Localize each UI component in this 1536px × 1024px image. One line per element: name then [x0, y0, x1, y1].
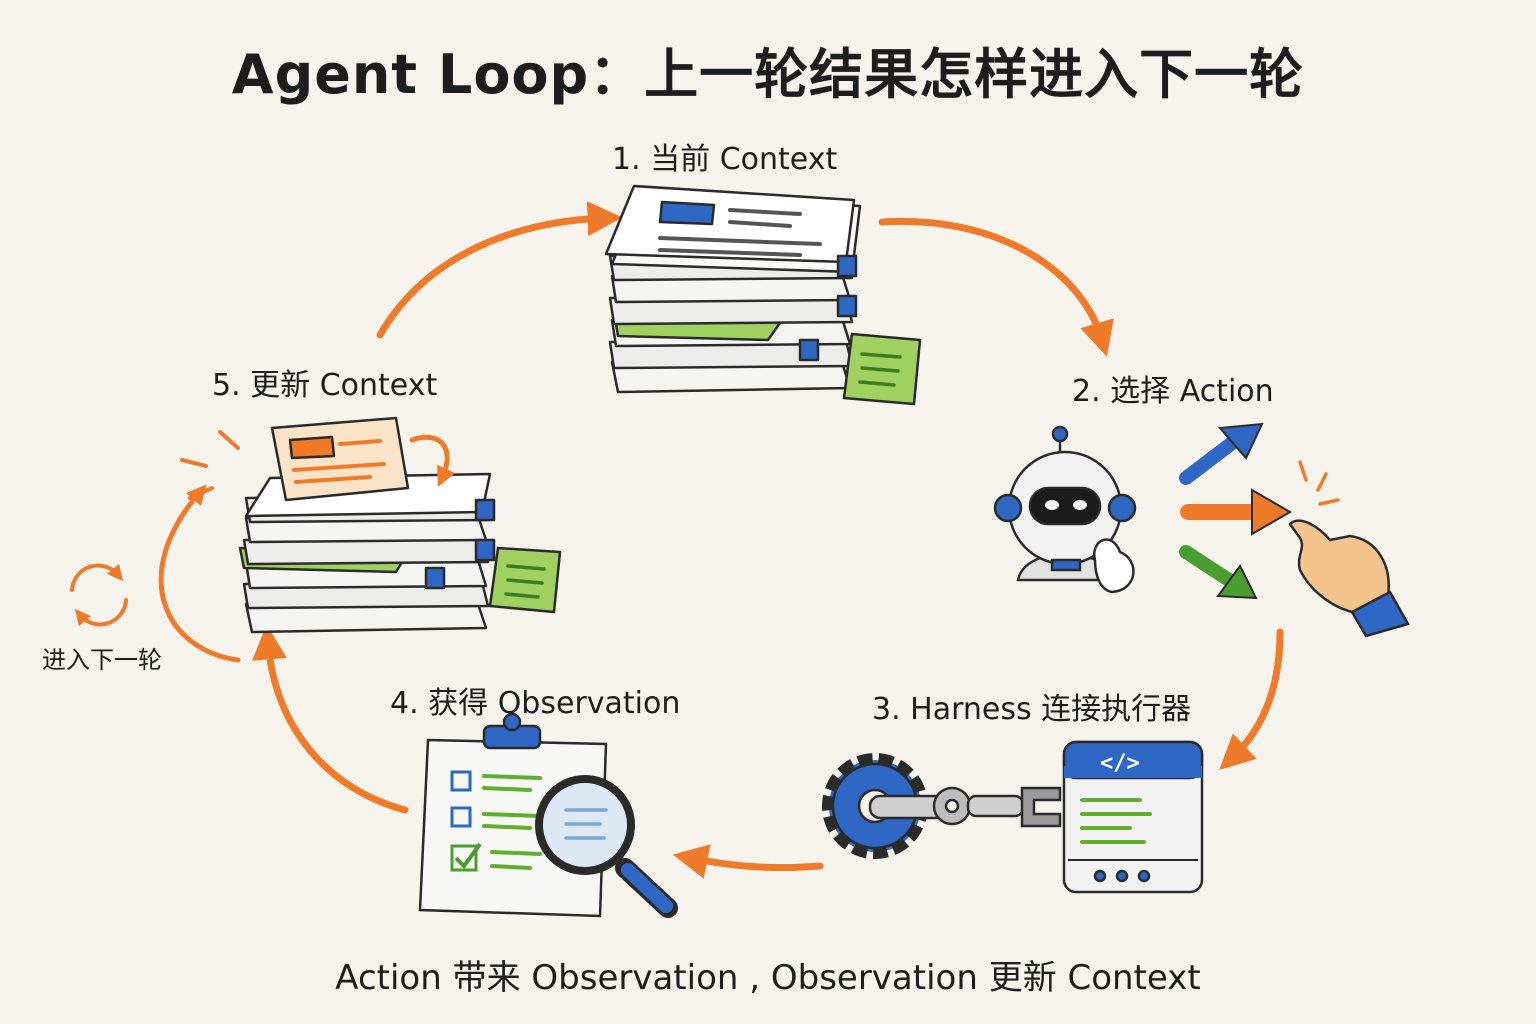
- arrow-right-icon: [1180, 488, 1292, 536]
- pointing-hand-icon: [1288, 519, 1410, 638]
- caption: Action 带来 Observation , Observation 更新 C…: [335, 958, 1201, 998]
- update-arrow: [409, 434, 456, 488]
- click-spark-lines: [1298, 460, 1340, 506]
- loop-arrow-4-to-5: [251, 624, 409, 814]
- step-1-label: 1. 当前 Context: [612, 142, 838, 177]
- sticky-note-icon: [842, 332, 922, 406]
- code-window-icon: [1062, 740, 1204, 894]
- sticky-note-icon: [488, 546, 562, 614]
- step-4-label: 4. 获得 Observation: [390, 686, 681, 721]
- page-title: Agent Loop：上一轮结果怎样进入下一轮: [231, 43, 1305, 106]
- spark-lines: [180, 430, 240, 500]
- document-lines: [658, 208, 822, 257]
- refresh-cycle-icon: [70, 563, 128, 627]
- loop-arrow-1-to-2: [878, 217, 1114, 357]
- loop-arrow-2-to-3: [1219, 628, 1284, 770]
- magnifier-icon: [535, 775, 678, 918]
- connector-arm-icon: [868, 786, 1062, 828]
- robot-icon: [993, 425, 1137, 594]
- code-tag: </>: [1100, 751, 1140, 776]
- loop-arrow-5-to-1: [376, 201, 623, 339]
- step-5-label: 5. 更新 Context: [212, 368, 438, 403]
- arrow-down-right-icon: [1179, 545, 1258, 600]
- next-round-arrow: [158, 484, 241, 663]
- arrow-up-right-icon: [1179, 422, 1264, 485]
- next-round-label: 进入下一轮: [42, 646, 162, 674]
- document-stack-icon: [238, 416, 496, 634]
- step-3-label: 3. Harness 连接执行器: [872, 692, 1192, 727]
- loop-arrow-3-to-4: [672, 844, 824, 879]
- step-2-label: 2. 选择 Action: [1072, 374, 1274, 409]
- document-stack-icon: [604, 184, 862, 394]
